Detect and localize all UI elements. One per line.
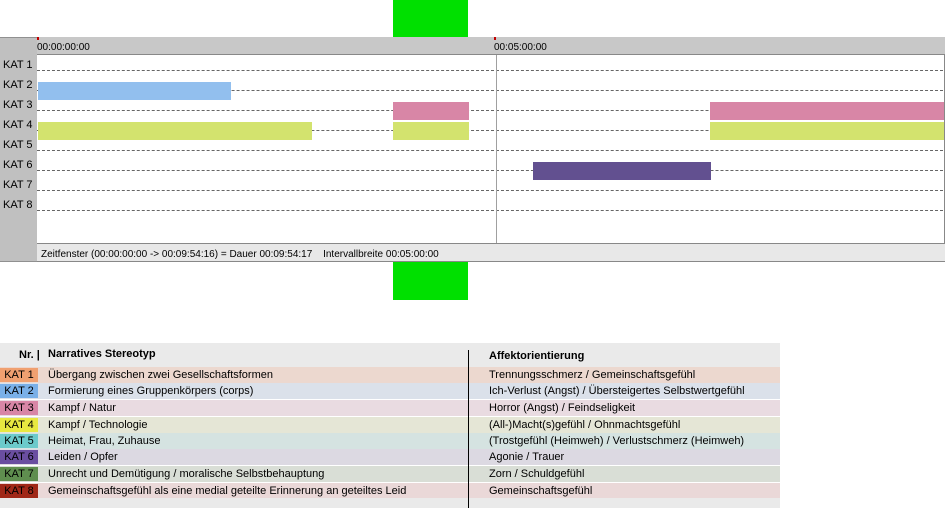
category-label-kat2: KAT 2 — [3, 79, 33, 91]
playhead-marker-bottom[interactable] — [393, 262, 468, 300]
legend-row-kat4: KAT 4 Kampf / Technologie (All-)Macht(s)… — [0, 417, 780, 433]
segment-kat4-3[interactable] — [710, 122, 944, 140]
legend-stereotyp: Leiden / Opfer — [48, 451, 118, 463]
category-label-kat3: KAT 3 — [3, 99, 33, 111]
legend-affekt: Ich-Verlust (Angst) / Übersteigertes Sel… — [489, 385, 745, 397]
category-label-kat4: KAT 4 — [3, 119, 33, 131]
legend-row-kat5: KAT 5 Heimat, Frau, Zuhause (Trostgefühl… — [0, 433, 780, 449]
legend-badge-kat7: KAT 7 — [0, 467, 38, 481]
segment-kat4-2[interactable] — [393, 122, 469, 140]
track-line-kat1 — [37, 70, 943, 71]
legend-stereotyp: Unrecht und Demütigung / moralische Selb… — [48, 468, 325, 480]
legend-stereotyp: Kampf / Technologie — [48, 419, 148, 431]
ruler-label-start: 00:00:00:00 — [37, 42, 90, 53]
segment-kat3-1[interactable] — [393, 102, 469, 120]
legend-stereotyp: Formierung eines Gruppenkörpers (corps) — [48, 385, 254, 397]
category-label-kat8: KAT 8 — [3, 199, 33, 211]
legend-row-kat1: KAT 1 Übergang zwischen zwei Gesellschaf… — [0, 367, 780, 383]
playhead-marker-top[interactable] — [393, 0, 468, 37]
track-line-kat8 — [37, 210, 943, 211]
status-interval: Intervallbreite 00:05:00:00 — [323, 249, 439, 260]
legend-badge-kat3: KAT 3 — [0, 401, 38, 415]
legend-header-stereotyp: Narratives Stereotyp — [48, 348, 156, 360]
legend-affekt: Agonie / Trauer — [489, 451, 565, 463]
legend-column-separator — [468, 350, 469, 508]
legend-badge-kat1: KAT 1 — [0, 368, 38, 382]
legend-row-kat2: KAT 2 Formierung eines Gruppenkörpers (c… — [0, 383, 780, 399]
status-window: Zeitfenster (00:00:00:00 -> 00:09:54:16)… — [41, 249, 313, 260]
timeline-status-bar: Zeitfenster (00:00:00:00 -> 00:09:54:16)… — [37, 243, 945, 262]
legend-badge-kat5: KAT 5 — [0, 434, 38, 448]
legend-header: Nr. | Narratives Stereotyp Affektorienti… — [0, 343, 780, 370]
legend-badge-kat2: KAT 2 — [0, 384, 38, 398]
legend-stereotyp: Übergang zwischen zwei Gesellschaftsform… — [48, 369, 273, 381]
legend-stereotyp: Heimat, Frau, Zuhause — [48, 435, 161, 447]
track-line-kat6 — [37, 170, 943, 171]
legend-header-affekt: Affektorientierung — [489, 350, 585, 362]
legend-row-kat3: KAT 3 Kampf / Natur Horror (Angst) / Fei… — [0, 400, 780, 416]
ruler-label-mid: 00:05:00:00 — [494, 42, 547, 53]
ruler-tick-start — [37, 37, 39, 40]
category-gutter — [0, 37, 37, 262]
legend-stereotyp: Kampf / Natur — [48, 402, 116, 414]
legend-affekt: Zorn / Schuldgefühl — [489, 468, 585, 480]
legend-badge-kat6: KAT 6 — [0, 450, 38, 464]
category-label-kat5: KAT 5 — [3, 139, 33, 151]
legend-stereotyp: Gemeinschaftsgefühl als eine medial gete… — [48, 485, 407, 497]
legend-badge-kat4: KAT 4 — [0, 418, 38, 432]
segment-kat6-1[interactable] — [533, 162, 711, 180]
segment-kat3-2[interactable] — [710, 102, 944, 120]
category-label-kat1: KAT 1 — [3, 59, 33, 71]
legend-affekt: (All-)Macht(s)gefühl / Ohnmachtsgefühl — [489, 419, 681, 431]
time-ruler[interactable]: 00:00:00:00 00:05:00:00 — [37, 37, 945, 55]
track-line-kat2 — [37, 90, 943, 91]
legend-row-kat6: KAT 6 Leiden / Opfer Agonie / Trauer — [0, 449, 780, 465]
interval-gridline — [496, 55, 497, 243]
legend-affekt: Horror (Angst) / Feindseligkeit — [489, 402, 636, 414]
category-label-kat6: KAT 6 — [3, 159, 33, 171]
track-line-kat3 — [37, 110, 943, 111]
segment-kat4-1[interactable] — [38, 122, 312, 140]
ruler-tick-mid — [494, 37, 496, 40]
track-line-kat4 — [37, 130, 943, 131]
legend-affekt: Gemeinschaftsgefühl — [489, 485, 593, 497]
segment-kat2-1[interactable] — [38, 82, 231, 100]
legend-affekt: Trennungsschmerz / Gemeinschaftsgefühl — [489, 369, 696, 381]
legend-badge-kat8: KAT 8 — [0, 484, 38, 498]
legend-footer-strip — [0, 498, 780, 508]
category-label-kat7: KAT 7 — [3, 179, 33, 191]
legend-row-kat8: KAT 8 Gemeinschaftsgefühl als eine media… — [0, 483, 780, 499]
legend-header-nr: Nr. | — [19, 349, 40, 361]
legend-affekt: (Trostgefühl (Heimweh) / Verlustschmerz … — [489, 435, 745, 447]
legend-row-kat7: KAT 7 Unrecht und Demütigung / moralisch… — [0, 466, 780, 482]
track-line-kat7 — [37, 190, 943, 191]
track-line-kat5 — [37, 150, 943, 151]
